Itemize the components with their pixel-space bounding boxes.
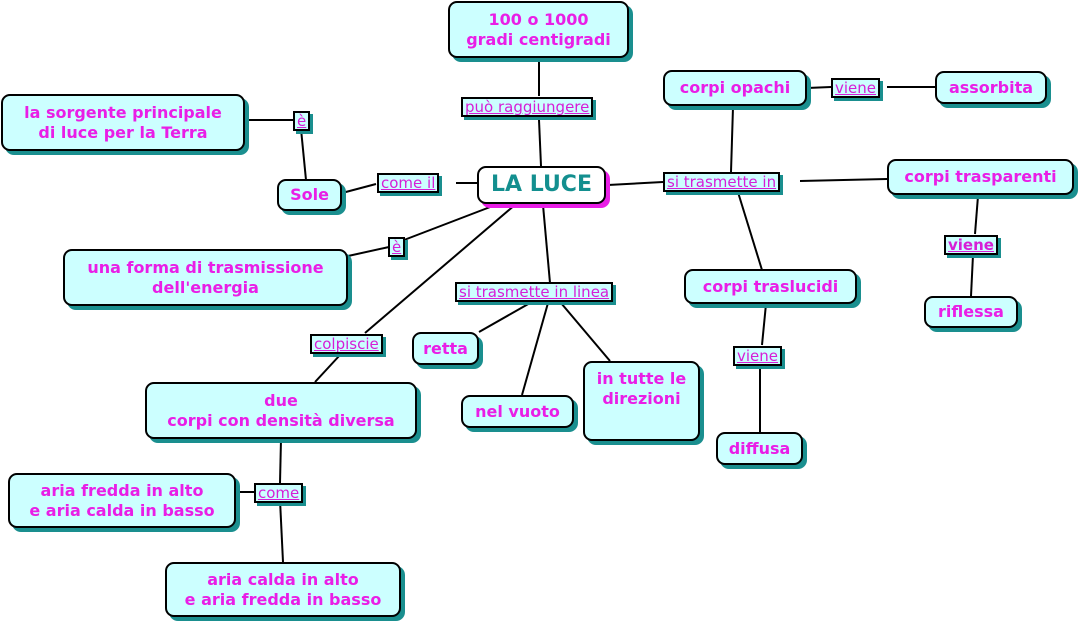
node-translucent[interactable]: corpi traslucidi <box>684 269 857 304</box>
connector <box>607 181 664 186</box>
node-main-source[interactable]: la sorgente principale di luce per la Te… <box>1 94 245 151</box>
connector <box>799 178 888 182</box>
link-travels-line[interactable]: si trasmette in linea <box>455 282 614 302</box>
connector <box>730 106 734 173</box>
connector <box>279 438 282 484</box>
node-absorbed[interactable]: assorbita <box>935 71 1047 104</box>
node-two-bodies[interactable]: due corpi con densità diversa <box>145 382 417 439</box>
connector <box>542 204 551 284</box>
link-hits[interactable]: colpiscie <box>310 334 383 354</box>
link-like-the[interactable]: come il <box>377 173 440 193</box>
connector <box>806 86 832 89</box>
connector <box>403 203 499 241</box>
connector <box>538 119 542 167</box>
node-temperature[interactable]: 100 o 1000 gradi centigradi <box>448 1 629 58</box>
connector <box>736 188 763 271</box>
node-reflected[interactable]: riflessa <box>924 296 1018 328</box>
link-becomes-opaque[interactable]: viene <box>831 78 881 98</box>
connector <box>314 354 341 383</box>
node-straight[interactable]: retta <box>412 332 479 365</box>
link-becomes-transparent[interactable]: viene <box>944 235 998 255</box>
connector <box>761 303 767 346</box>
connector <box>974 195 979 235</box>
connector <box>300 128 307 181</box>
node-warm-high[interactable]: aria calda in alto e aria fredda in bass… <box>165 562 401 617</box>
node-energy[interactable]: una forma di trasmissione dell'energia <box>63 249 348 306</box>
node-cold-high[interactable]: aria fredda in alto e aria calda in bass… <box>8 473 236 528</box>
connector <box>478 302 531 333</box>
link-is-energy[interactable]: è <box>388 237 406 257</box>
connector <box>970 254 974 297</box>
node-vacuum[interactable]: nel vuoto <box>461 395 574 428</box>
node-opaque[interactable]: corpi opachi <box>663 70 807 106</box>
link-is-sun[interactable]: è <box>293 111 311 131</box>
connector <box>364 203 517 334</box>
connector <box>560 302 611 362</box>
node-diffuse[interactable]: diffusa <box>716 432 803 465</box>
link-travels-in[interactable]: si trasmette in <box>663 172 781 192</box>
node-transparent[interactable]: corpi trasparenti <box>887 159 1074 195</box>
node-sun[interactable]: Sole <box>277 179 342 211</box>
root-node-la-luce[interactable]: LA LUCE <box>477 166 606 204</box>
connector <box>347 246 390 257</box>
connector <box>279 499 284 563</box>
link-can-reach[interactable]: può raggiungere <box>461 97 594 117</box>
connector <box>341 183 377 194</box>
link-like[interactable]: come <box>254 483 304 503</box>
link-becomes-translucent[interactable]: viene <box>733 346 783 366</box>
node-all-directions[interactable]: in tutte le direzioni <box>583 361 700 441</box>
connector <box>521 302 549 396</box>
